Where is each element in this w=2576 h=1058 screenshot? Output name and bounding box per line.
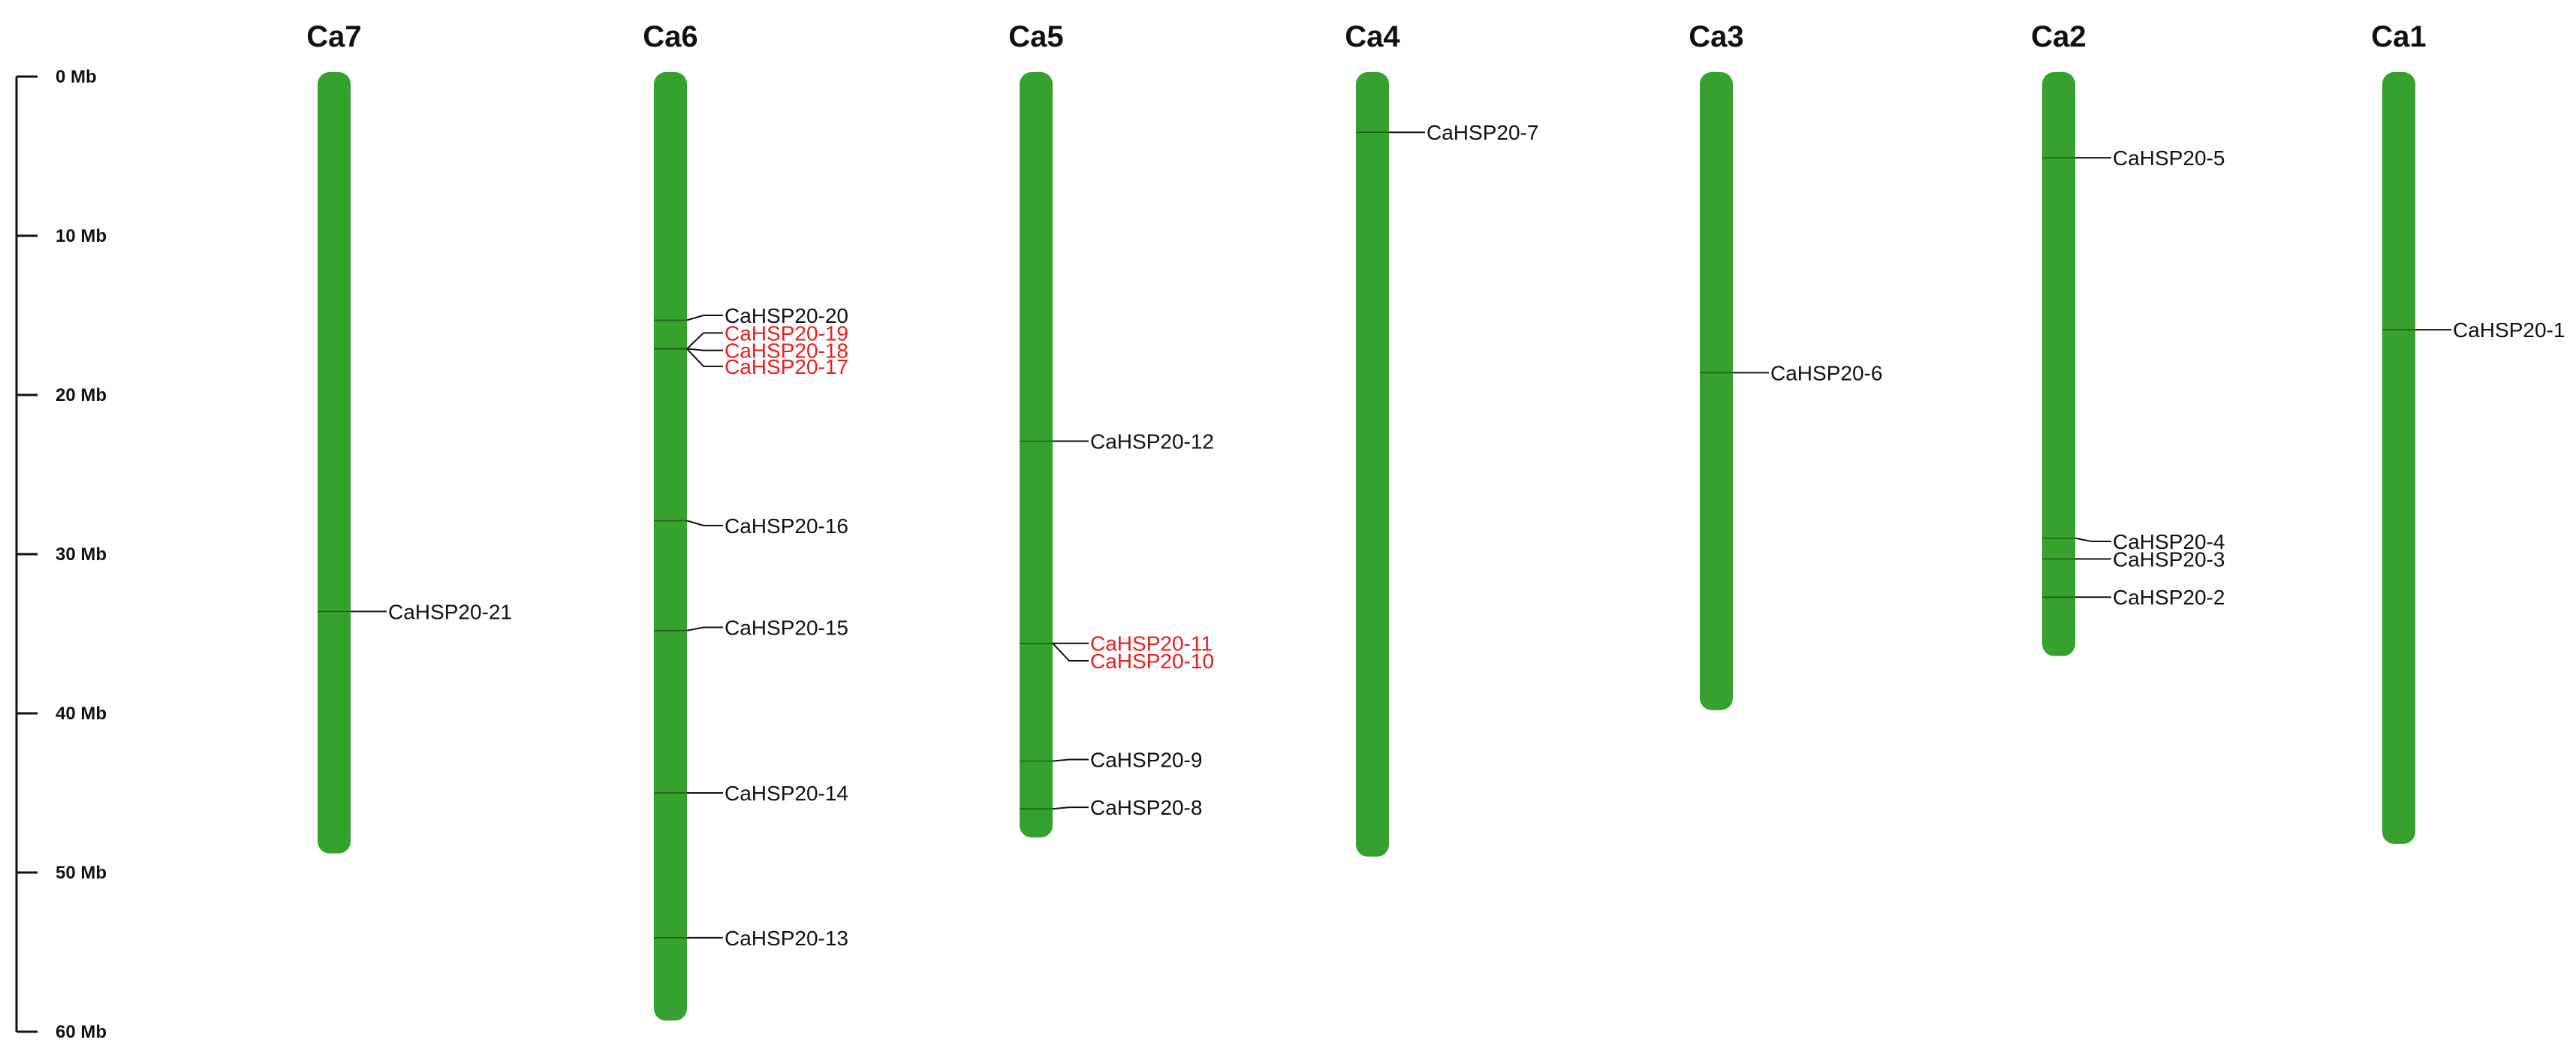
chromosome-name: Ca6 (643, 20, 697, 53)
gene-connector (686, 626, 723, 631)
gene-label: CaHSP20-7 (1427, 121, 1538, 144)
gene-label: CaHSP20-1 (2453, 318, 2565, 342)
scale-tick-label: 60 Mb (56, 1022, 107, 1042)
gene-label: CaHSP20-10 (1090, 650, 1214, 673)
scale-bar: 0 Mb 10 Mb 20 Mb 30 Mb 40 Mb 50 Mb 60 Mb (15, 67, 107, 1042)
chromosome-name: Ca2 (2031, 20, 2086, 53)
gene-label: CaHSP20-3 (2113, 547, 2225, 571)
scale-tick-label: 50 Mb (56, 863, 107, 883)
gene-label: CaHSP20-16 (725, 514, 848, 538)
chromosome-tracks: Ca7CaHSP20-21Ca6CaHSP20-20CaHSP20-19CaHS… (306, 20, 2565, 1021)
chromosome-bar (654, 72, 687, 1021)
gene-label: CaHSP20-15 (725, 616, 848, 640)
gene-label: CaHSP20-5 (2113, 146, 2225, 170)
chromosome-bar (2382, 72, 2415, 844)
gene-connector (686, 520, 723, 526)
gene-label: CaHSP20-20 (725, 304, 848, 327)
gene-label: CaHSP20-18 (725, 339, 848, 363)
gene-connector (1052, 643, 1089, 662)
gene-connector (1052, 806, 1089, 810)
chromosome-bar (318, 72, 351, 854)
gene-label: CaHSP20-21 (388, 600, 512, 623)
gene-label: CaHSP20-12 (1090, 430, 1214, 453)
gene-label: CaHSP20-9 (1090, 748, 1202, 771)
chromosome-ca5: Ca5CaHSP20-12CaHSP20-11CaHSP20-10CaHSP20… (1008, 20, 1214, 838)
chromosome-name: Ca4 (1345, 20, 1400, 53)
gene-connector (686, 348, 723, 351)
gene-label: CaHSP20-13 (725, 927, 848, 950)
scale-tick-label: 10 Mb (56, 226, 107, 246)
chromosome-bar (1020, 72, 1053, 838)
chromosome-name: Ca5 (1008, 20, 1063, 53)
scale-tick-label: 40 Mb (56, 704, 107, 724)
gene-label: CaHSP20-4 (2113, 530, 2225, 553)
gene-label: CaHSP20-11 (1090, 632, 1213, 656)
gene-label: CaHSP20-19 (725, 321, 848, 345)
gene-label: CaHSP20-17 (725, 355, 848, 378)
chromosome-name: Ca7 (306, 20, 361, 53)
gene-connector (686, 315, 723, 321)
gene-connector (1052, 758, 1089, 762)
chromosome-name: Ca3 (1689, 20, 1743, 53)
scale-tick-label: 20 Mb (56, 385, 107, 405)
chromosome-bar (1700, 72, 1733, 710)
gene-connector (2074, 537, 2111, 543)
scale-tick-label: 0 Mb (56, 67, 97, 87)
scale-tick-label: 30 Mb (56, 544, 107, 565)
chromosome-bar (1356, 72, 1389, 857)
gene-connector (686, 348, 723, 367)
gene-label: CaHSP20-2 (2113, 586, 2225, 609)
chromosome-name: Ca1 (2371, 20, 2426, 53)
gene-connector (686, 332, 723, 350)
gene-label: CaHSP20-14 (725, 782, 848, 805)
gene-label: CaHSP20-6 (1770, 361, 1882, 384)
gene-label: CaHSP20-8 (1090, 796, 1202, 819)
chromosome-bar (2042, 72, 2075, 656)
chromosome-ca6: Ca6CaHSP20-20CaHSP20-19CaHSP20-18CaHSP20… (643, 20, 848, 1021)
